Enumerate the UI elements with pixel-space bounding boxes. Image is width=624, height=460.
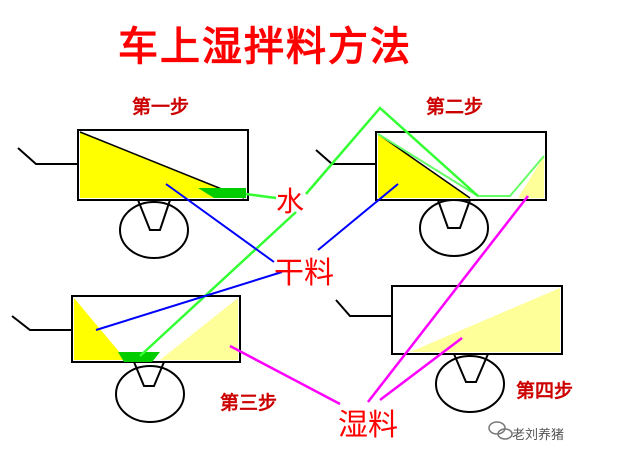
step-label-4: 第四步 — [516, 380, 574, 402]
water-pointer-lines — [139, 106, 479, 357]
wheel — [115, 365, 185, 423]
water-fill — [118, 352, 160, 362]
watermark-text: 老刘养猪 — [512, 428, 565, 443]
wechat-icon — [488, 421, 513, 440]
wheel — [435, 355, 505, 413]
cart-handle — [335, 299, 392, 317]
cart-handle — [11, 315, 72, 331]
dry-feed-pointer-lines — [95, 183, 399, 331]
wet-feed-fill — [410, 288, 560, 352]
cart-handle — [17, 147, 78, 165]
wheel — [119, 201, 189, 259]
feed-slope-line — [79, 131, 245, 199]
step-label-3: 第三步 — [220, 392, 278, 414]
page-title: 车上湿拌料方法 — [118, 24, 412, 70]
water-label: 水 — [276, 185, 305, 218]
wheel-frame — [453, 353, 489, 383]
cart-step4 — [335, 285, 563, 413]
cart-handle — [315, 149, 376, 165]
water-fill — [198, 188, 246, 198]
cart-step3 — [11, 295, 241, 423]
wheel-frame — [437, 199, 471, 229]
step-label-2: 第二步 — [426, 96, 484, 118]
wet-feed-fill — [160, 298, 238, 360]
water-surface — [377, 133, 545, 197]
cart-step1 — [17, 129, 249, 259]
step-label-1: 第一步 — [132, 96, 190, 118]
wet-feed-pointer-lines — [229, 195, 529, 406]
wheel-frame — [137, 199, 171, 231]
cart-step2 — [315, 131, 547, 257]
wet-feed-label: 湿料 — [338, 408, 398, 443]
dry-feed-label: 干料 — [274, 256, 334, 291]
wheel — [419, 199, 489, 257]
wet-feed-fill — [518, 156, 544, 198]
wheel-frame — [133, 361, 165, 387]
